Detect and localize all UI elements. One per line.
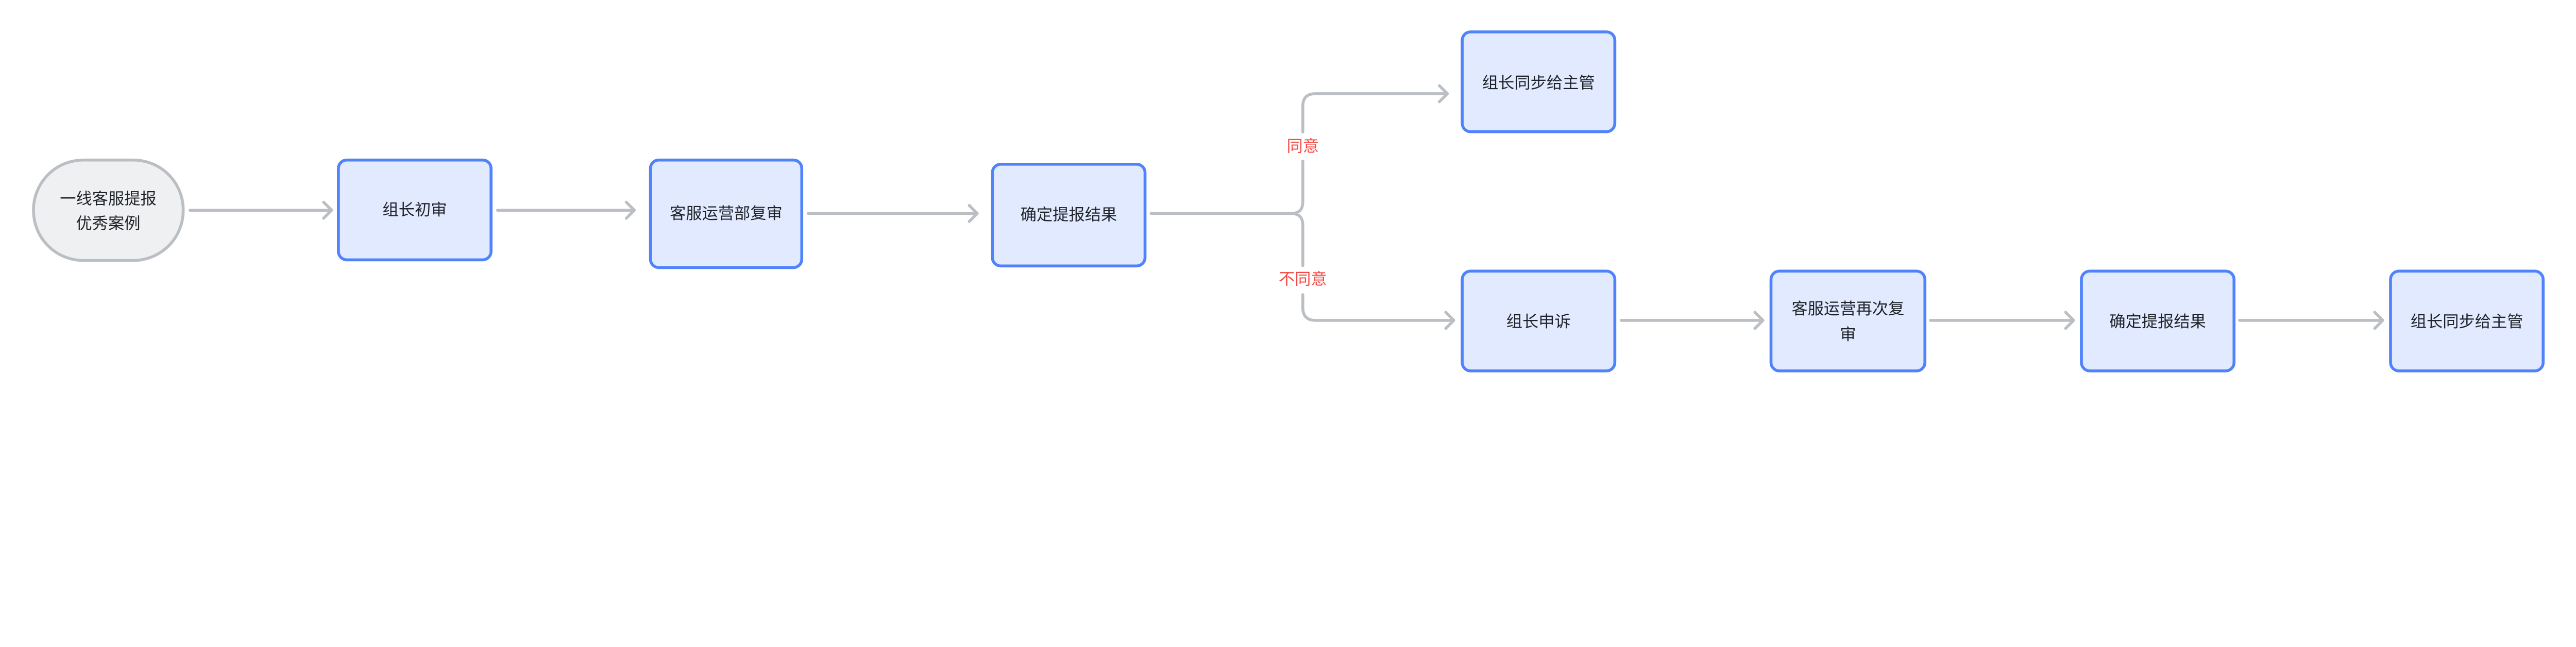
edge-confirm-to-sync: [2238, 311, 2384, 330]
edge-confirm-to-branch: [1149, 200, 1304, 215]
node-label: 客服运营部复审: [670, 205, 783, 223]
edge-ops-review-to-confirm: [806, 203, 979, 223]
edge-label-agree: 同意: [1287, 137, 1319, 156]
node-label: 审: [1840, 326, 1856, 344]
node-start[interactable]: 一线客服提报 优秀案例: [32, 158, 185, 262]
node-leader-sync-2[interactable]: 组长同步给主管: [2389, 269, 2545, 372]
node-leader-sync-1[interactable]: 组长同步给主管: [1461, 30, 1617, 133]
edge-branch-agree: [1301, 84, 1449, 203]
node-label: 确定提报结果: [1021, 206, 1117, 225]
node-confirm-result-2[interactable]: 确定提报结果: [2080, 269, 2236, 372]
node-confirm-result-1[interactable]: 确定提报结果: [991, 162, 1147, 268]
edge-label-disagree: 不同意: [1279, 270, 1327, 289]
edge-start-to-leader-review: [188, 200, 333, 220]
node-ops-second-review[interactable]: 客服运营部复审: [649, 158, 804, 269]
edge-branch-disagree: [1290, 212, 1455, 330]
node-label: 确定提报结果: [2109, 313, 2206, 331]
node-label: 客服运营再次复: [1792, 300, 1905, 318]
edge-re-review-to-confirm: [1929, 311, 2075, 330]
node-leader-first-review[interactable]: 组长初审: [337, 158, 493, 262]
node-ops-re-review[interactable]: 客服运营再次复 审: [1769, 269, 1927, 372]
edge-appeal-to-re-review: [1620, 311, 1765, 330]
node-label: 优秀案例: [76, 214, 141, 233]
edges: [188, 84, 2384, 330]
node-label: 组长同步给主管: [1482, 74, 1595, 92]
node-label: 一线客服提报: [60, 190, 157, 208]
node-label: 组长初审: [383, 201, 447, 219]
node-label: 组长申诉: [1506, 313, 1571, 331]
node-leader-appeal[interactable]: 组长申诉: [1461, 269, 1617, 372]
edge-leader-review-to-ops-review: [496, 200, 636, 220]
flowchart: 同意 不同意 一线客服提报 优秀案例 组长初审 客服运营部复审 确定提报结果 组…: [32, 30, 2545, 372]
node-label: 组长同步给主管: [2411, 313, 2523, 331]
